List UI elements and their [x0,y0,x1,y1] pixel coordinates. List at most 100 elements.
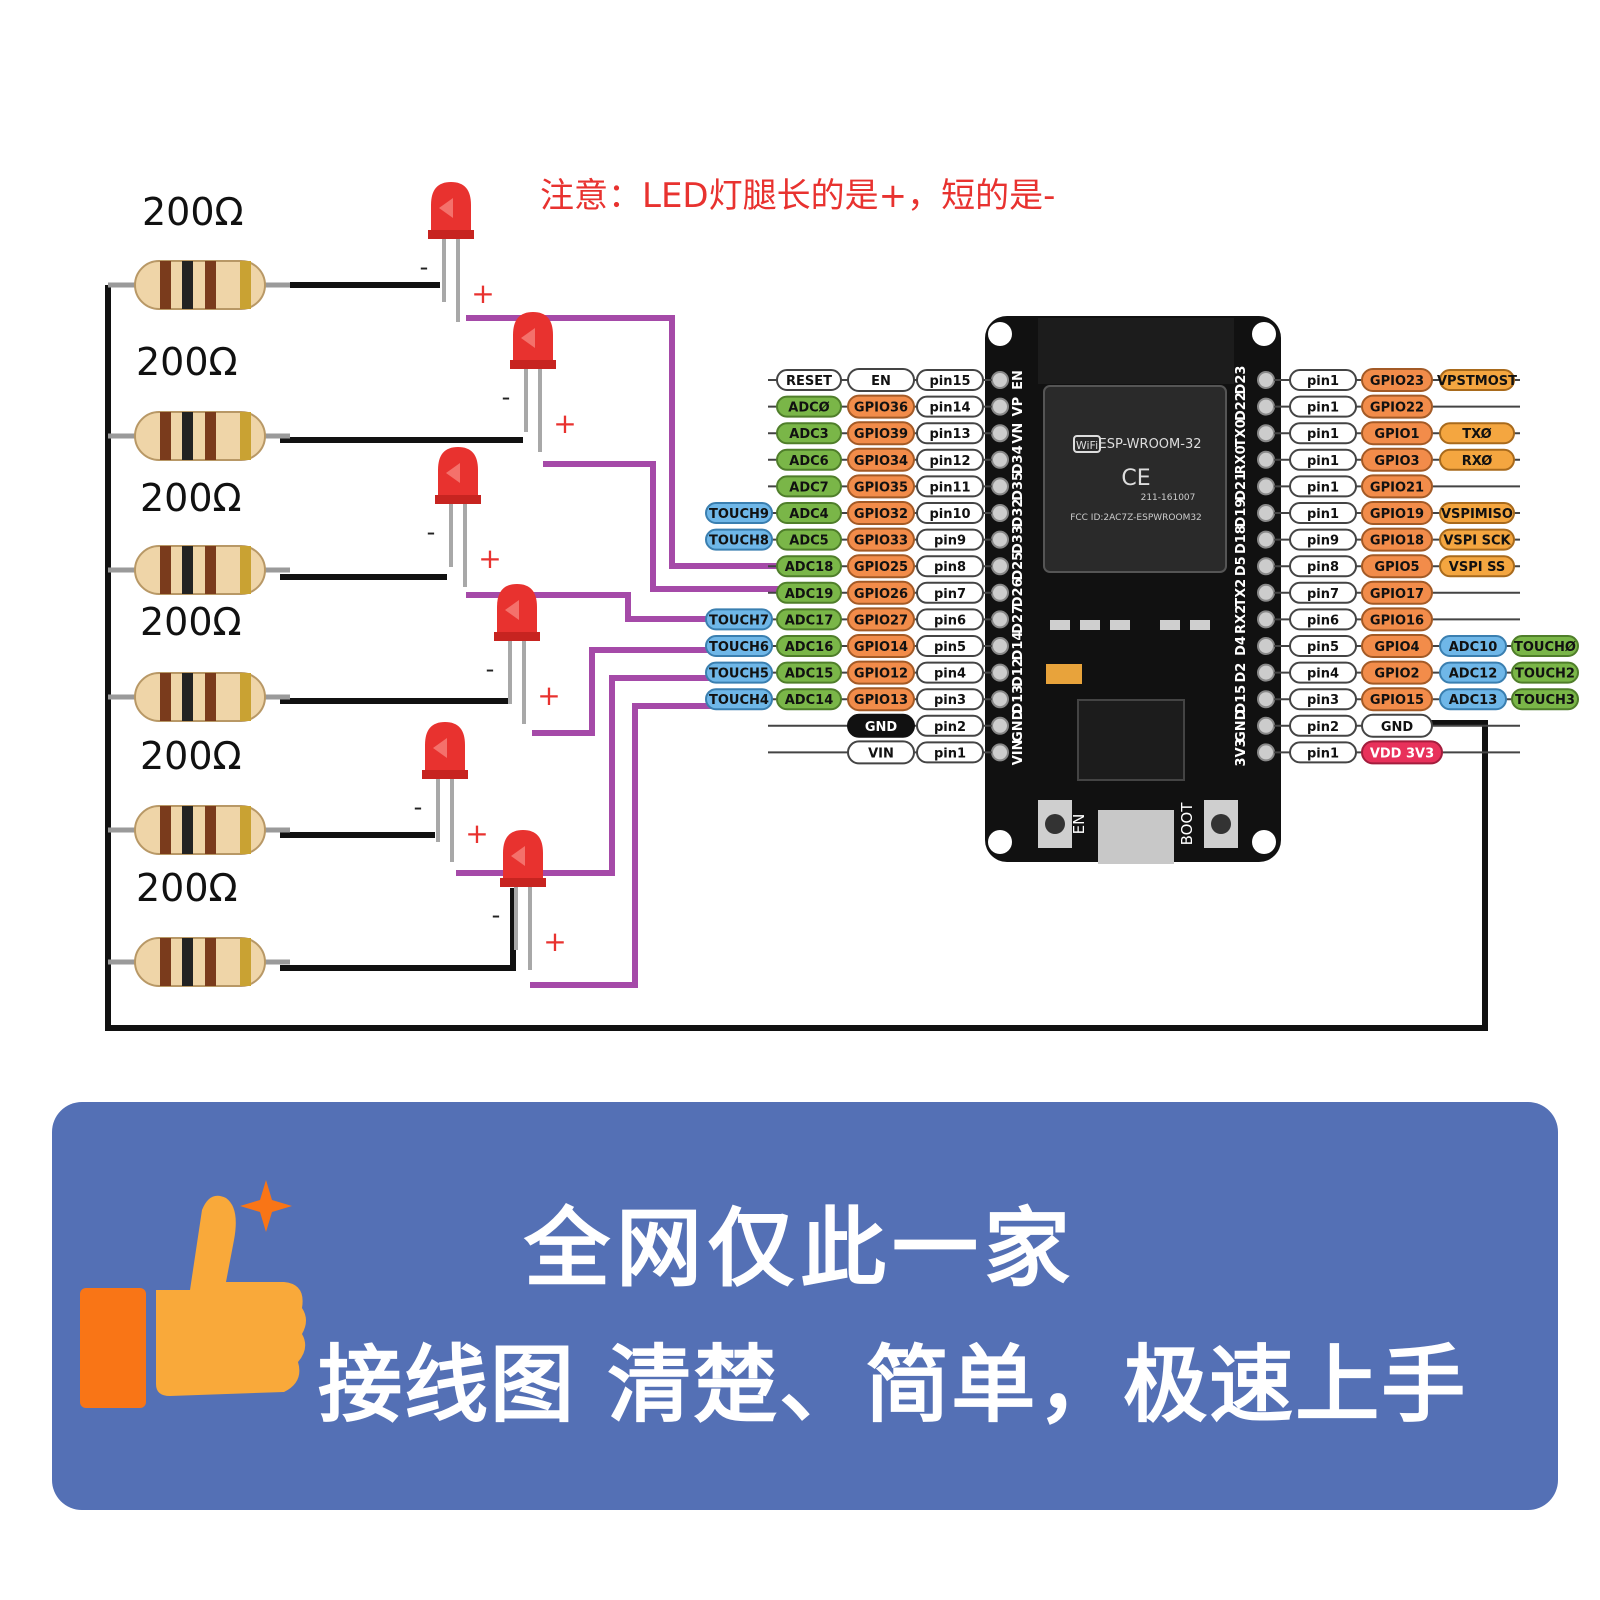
wroom-shield [1043,385,1227,573]
mount-hole [1252,830,1276,854]
left-adc-label-text: ADC19 [785,587,833,602]
resistor-band [160,261,171,309]
resistor [108,411,290,461]
left-touch-label-shape [705,502,773,524]
silk-right: 3V3 [1234,738,1249,766]
left-adc-label-text: ADC3 [789,427,828,442]
right-gpio-label: GPIO1 [1361,421,1433,446]
left-gnd-label-shape [847,713,915,738]
left-touch-label-shape [705,661,773,684]
resistor-band [160,412,171,460]
left-touch-label-text: TOUCH4 [709,693,769,708]
left-gpio-label: GPIO13 [847,687,915,712]
left-gpio-label: GPIO25 [847,554,915,579]
resistor-band [182,546,193,594]
left-adc-label: ADC5 [776,528,842,551]
boot-button [1211,814,1231,834]
board-pin-hole [1257,530,1275,549]
resistor-band [205,261,216,309]
right-pin-number-shape [1289,741,1357,764]
board-pin-hole [1257,504,1275,522]
resistor-value-label: 200Ω [142,190,244,234]
purple-wire [466,592,712,622]
right-gpio-label: GPIO5 [1361,554,1433,579]
smd-part [1190,620,1210,630]
led-rim [500,878,546,887]
silk-left: GND [1011,709,1026,742]
purple-wire [532,647,712,736]
right-pin-number: pin5 [1289,635,1357,657]
left-gpio-label: GPIO36 [847,394,915,419]
purple-wire [543,461,784,592]
en-button [1045,814,1065,834]
silk-left: D27 [1011,605,1026,634]
led: -+ [414,722,489,862]
right-pin-number: pin1 [1289,369,1357,391]
right-gpio-label-shape [1361,554,1433,579]
left-adc-label-text: ADC17 [785,613,833,628]
right-gpio-label-shape [1361,394,1433,419]
silk-left: D35 [1011,472,1026,501]
right-func-label: VSPI SS [1439,555,1515,578]
left-touch-label: TOUCH4 [705,688,773,711]
right-adc-label-text: ADC10 [1449,640,1497,655]
mount-hole [988,830,1012,854]
silk-right: D2 [1234,663,1249,683]
left-gpio-label: GPIO32 [847,501,915,525]
resistor-band [160,938,171,986]
left-power-label: EN [847,368,915,392]
right-pin-number: pin4 [1289,661,1357,684]
left-pin-number-shape [916,502,984,524]
left-pin-number-shape [916,714,984,737]
right-pin-number-text: pin1 [1307,746,1339,761]
right-gpio-label-text: GPIO2 [1374,667,1419,682]
board-pin-hole [1257,743,1275,762]
left-pin-number-shape [916,661,984,684]
led-minus-sign: - [427,518,436,546]
silk-left: VP [1011,397,1026,417]
resistor-band [182,673,193,721]
silk-left: D26 [1011,578,1026,607]
right-func-label-text: TXØ [1462,427,1491,442]
right-pin-number-text: pin1 [1307,454,1339,469]
led-die [521,328,535,348]
right-gpio-label-shape [1361,607,1433,632]
left-power-label-shape [847,368,915,392]
right-adc-label: ADC10 [1439,635,1507,657]
chip-name: ESP-WROOM-32 [1099,437,1202,452]
led-plus-sign: + [553,407,576,440]
purple-wire [530,703,712,988]
right-touch-label-text: TOUCHØ [1514,640,1576,655]
board-pin-hole [1257,450,1275,469]
left-adc-label-shape [776,395,842,418]
right-pin-number-text: pin7 [1307,587,1339,602]
left-pin-number-text: pin2 [934,720,966,735]
board-pin-hole [991,371,1009,389]
led-die [505,600,519,620]
resistor [108,545,290,595]
right-adc-label: ADC13 [1439,688,1507,711]
left-adc-label-text: ADC15 [785,667,833,682]
resistor-band [182,806,193,854]
led-die [511,846,525,866]
left-adc-label-text: ADC18 [785,560,833,575]
silk-left: VIN [1011,740,1026,766]
right-gpio-label: GPIO23 [1361,368,1433,392]
leds: -+-+-+-+-+-+ [414,182,577,970]
left-gpio-label-shape [847,394,915,419]
en-button-label: EN [1070,814,1088,835]
left-pin-number-shape [916,422,984,445]
right-func-label: TXØ [1439,422,1515,445]
silk-right: D23 [1234,366,1249,395]
led-plus-sign: + [537,679,560,712]
board-pin-hole [991,397,1009,416]
resistor-band [160,673,171,721]
left-pin-number: pin12 [916,448,984,471]
left-touch-label: TOUCH7 [705,608,773,631]
left-adc-label: ADC15 [776,661,842,684]
right-touch-label-shape [1511,635,1579,657]
resistor-band [240,546,251,594]
right-func-label: VPSTMOST [1437,369,1517,391]
right-adc-label-shape [1439,688,1507,711]
